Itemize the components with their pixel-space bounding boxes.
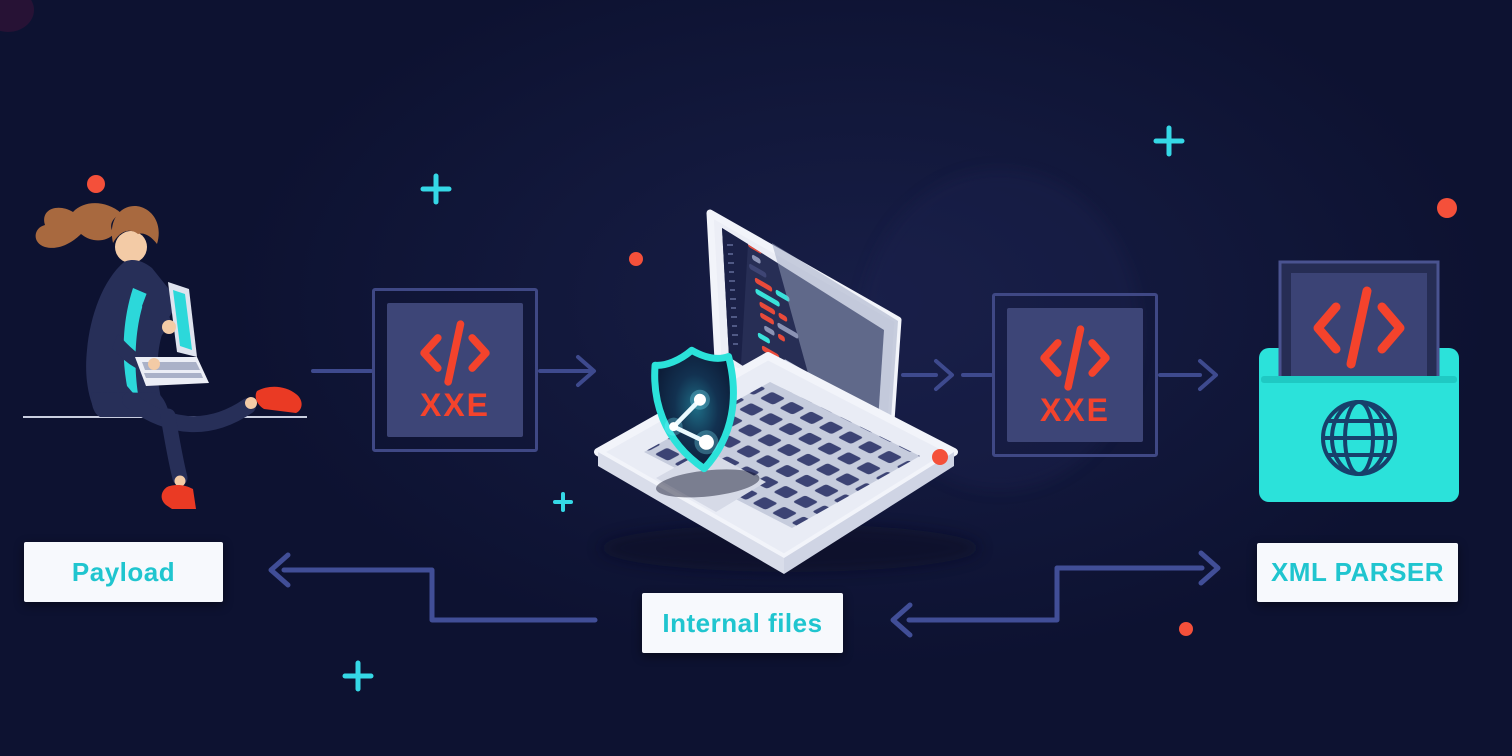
plus-icon-small: [553, 492, 573, 512]
plus-decorations: [342, 125, 1185, 692]
xxe-node-response: XXE: [992, 293, 1158, 457]
attacker-person-illustration: [35, 203, 302, 509]
code-icon: [1040, 324, 1110, 391]
red-shoe: [255, 386, 302, 413]
shield-shadow: [655, 469, 760, 498]
forward-connectors: [311, 355, 1218, 391]
ankle-2: [174, 475, 186, 487]
plus-icon: [342, 660, 374, 692]
network-icon: [664, 389, 719, 455]
globe-icon: [1321, 400, 1397, 476]
xxe-node-inner: XXE: [387, 303, 523, 437]
internal-files-label: Internal files: [642, 593, 843, 653]
red-dot: [87, 175, 105, 193]
red-dot: [629, 252, 643, 266]
xxe-label: XXE: [1039, 391, 1111, 428]
plus-icon: [420, 173, 452, 205]
attacker-laptop-display: [173, 290, 192, 350]
attacker-laptop-keys-2: [144, 373, 203, 378]
xml-parser-label: XML PARSER: [1257, 543, 1458, 602]
tray-slot: [1261, 376, 1457, 383]
red-dot: [1179, 622, 1193, 636]
security-shield-icon: [651, 346, 760, 498]
xxe-label: XXE: [419, 386, 491, 423]
return-connectors: [268, 550, 1221, 638]
red-heel-shoe: [161, 484, 196, 509]
red-dot: [932, 449, 948, 465]
xxe-node-request: XXE: [372, 288, 538, 452]
touchpad: [656, 450, 766, 512]
arrow-server-to-xxe: [901, 359, 993, 391]
attacker-laptop-base: [135, 357, 209, 386]
xml-parser-illustration: [1259, 260, 1459, 502]
extended-leg: [122, 392, 256, 432]
plus-icon: [1153, 125, 1185, 157]
lower-leg: [160, 408, 188, 486]
hair-cap: [111, 205, 159, 244]
ankle: [245, 397, 257, 409]
screen-reflection: [772, 243, 898, 447]
arrow-xxe-to-server: [538, 355, 596, 387]
xxe-node-inner: XXE: [1007, 308, 1143, 442]
deck-edge-front: [598, 452, 784, 574]
arrow-parser-internal-files: [890, 550, 1221, 638]
deck-edge-right: [784, 452, 954, 574]
face: [115, 231, 147, 263]
server-laptop-illustration: [594, 209, 980, 574]
hand-2: [148, 358, 160, 370]
red-dot: [1437, 198, 1457, 218]
payload-label: Payload: [24, 542, 223, 602]
shield-body: [651, 346, 737, 473]
code-icon: [420, 319, 490, 386]
code-icon: [1313, 286, 1405, 369]
arrow-xxe-to-parser: [1158, 359, 1218, 391]
hand-1: [162, 320, 176, 334]
ponytail-hair: [35, 203, 121, 248]
corner-blob: [0, 0, 34, 32]
arrow-internal-files-to-payload: [268, 552, 598, 623]
sidebar-ticks: [727, 244, 738, 345]
dot-decorations: [87, 175, 1457, 636]
vest-accent: [123, 288, 147, 400]
